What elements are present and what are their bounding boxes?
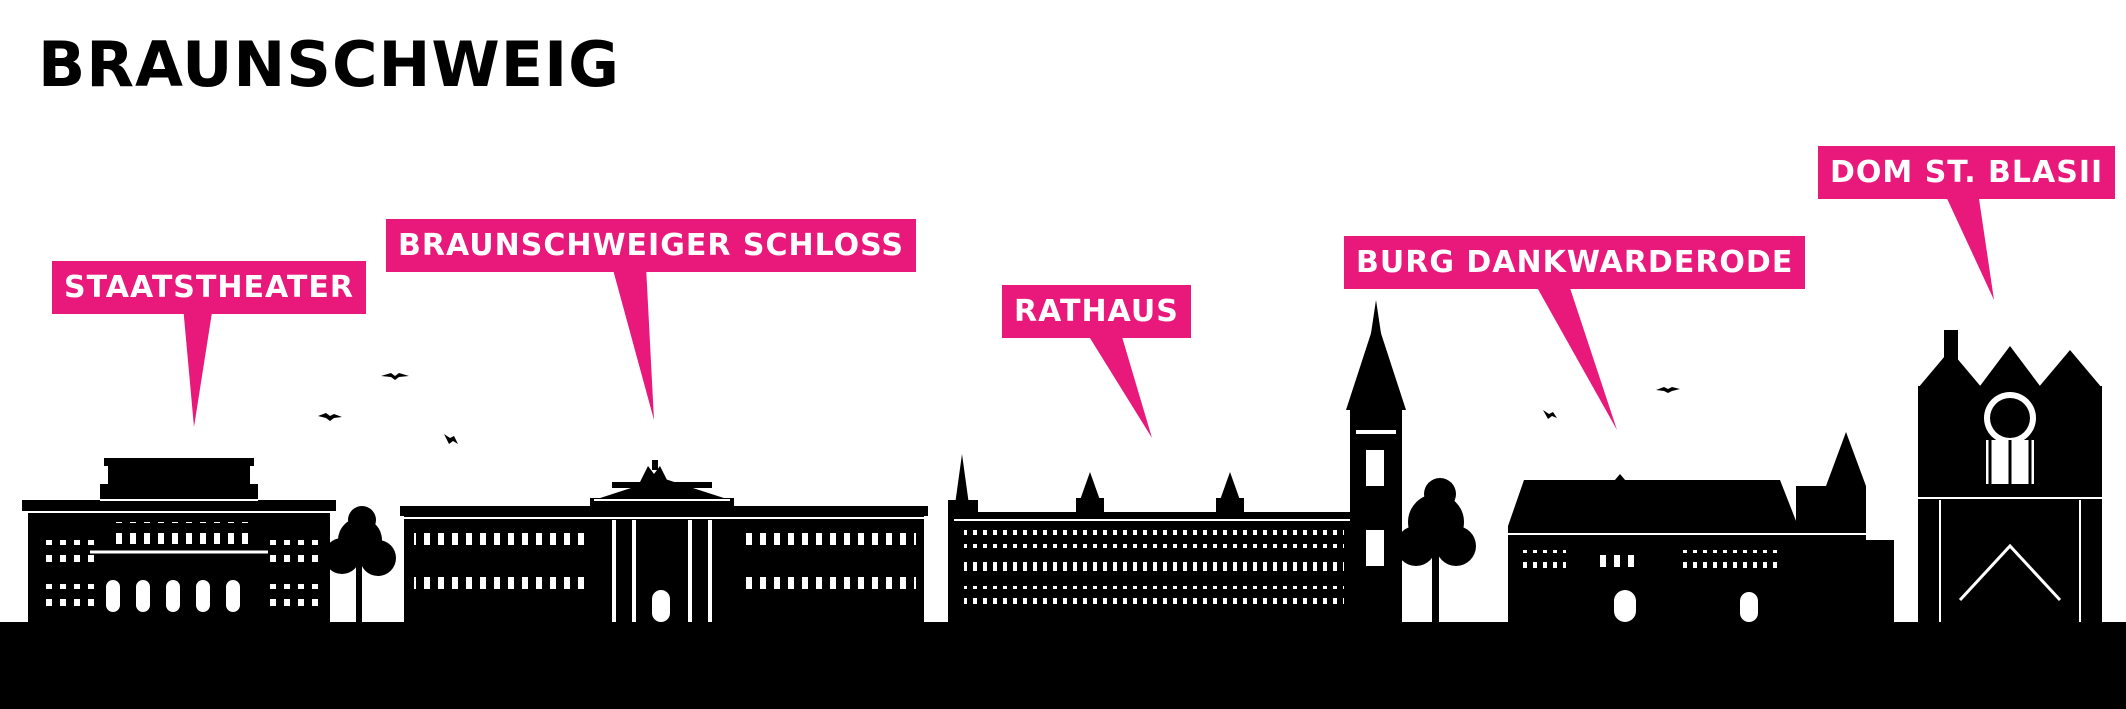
tree-2 (1396, 478, 1476, 622)
staatstheater-building (22, 458, 336, 622)
label-braunschweiger-schloss: BRAUNSCHWEIGER SCHLOSS (386, 219, 917, 272)
tree-1 (324, 506, 396, 622)
label-rathaus: RATHAUS (1002, 285, 1191, 338)
dom-pointer (1944, 192, 1994, 300)
birds (318, 373, 1680, 444)
burg-pointer (1534, 282, 1617, 430)
dom-building (1918, 330, 2102, 622)
page-title: BRAUNSCHWEIG (38, 28, 621, 101)
ground (0, 622, 2126, 709)
schloss-pointer (612, 266, 654, 420)
label-dom-st-blasii: DOM ST. BLASII (1818, 146, 2116, 199)
rathaus-building (948, 300, 1406, 622)
label-staatstheater: STAATSTHEATER (52, 261, 366, 314)
burg-building (1508, 432, 1896, 622)
label-burg-dankwarderode: BURG DANKWARDERODE (1344, 236, 1806, 289)
staatstheater-pointer (183, 306, 213, 427)
schloss-building (400, 460, 928, 622)
rathaus-pointer (1085, 330, 1152, 438)
